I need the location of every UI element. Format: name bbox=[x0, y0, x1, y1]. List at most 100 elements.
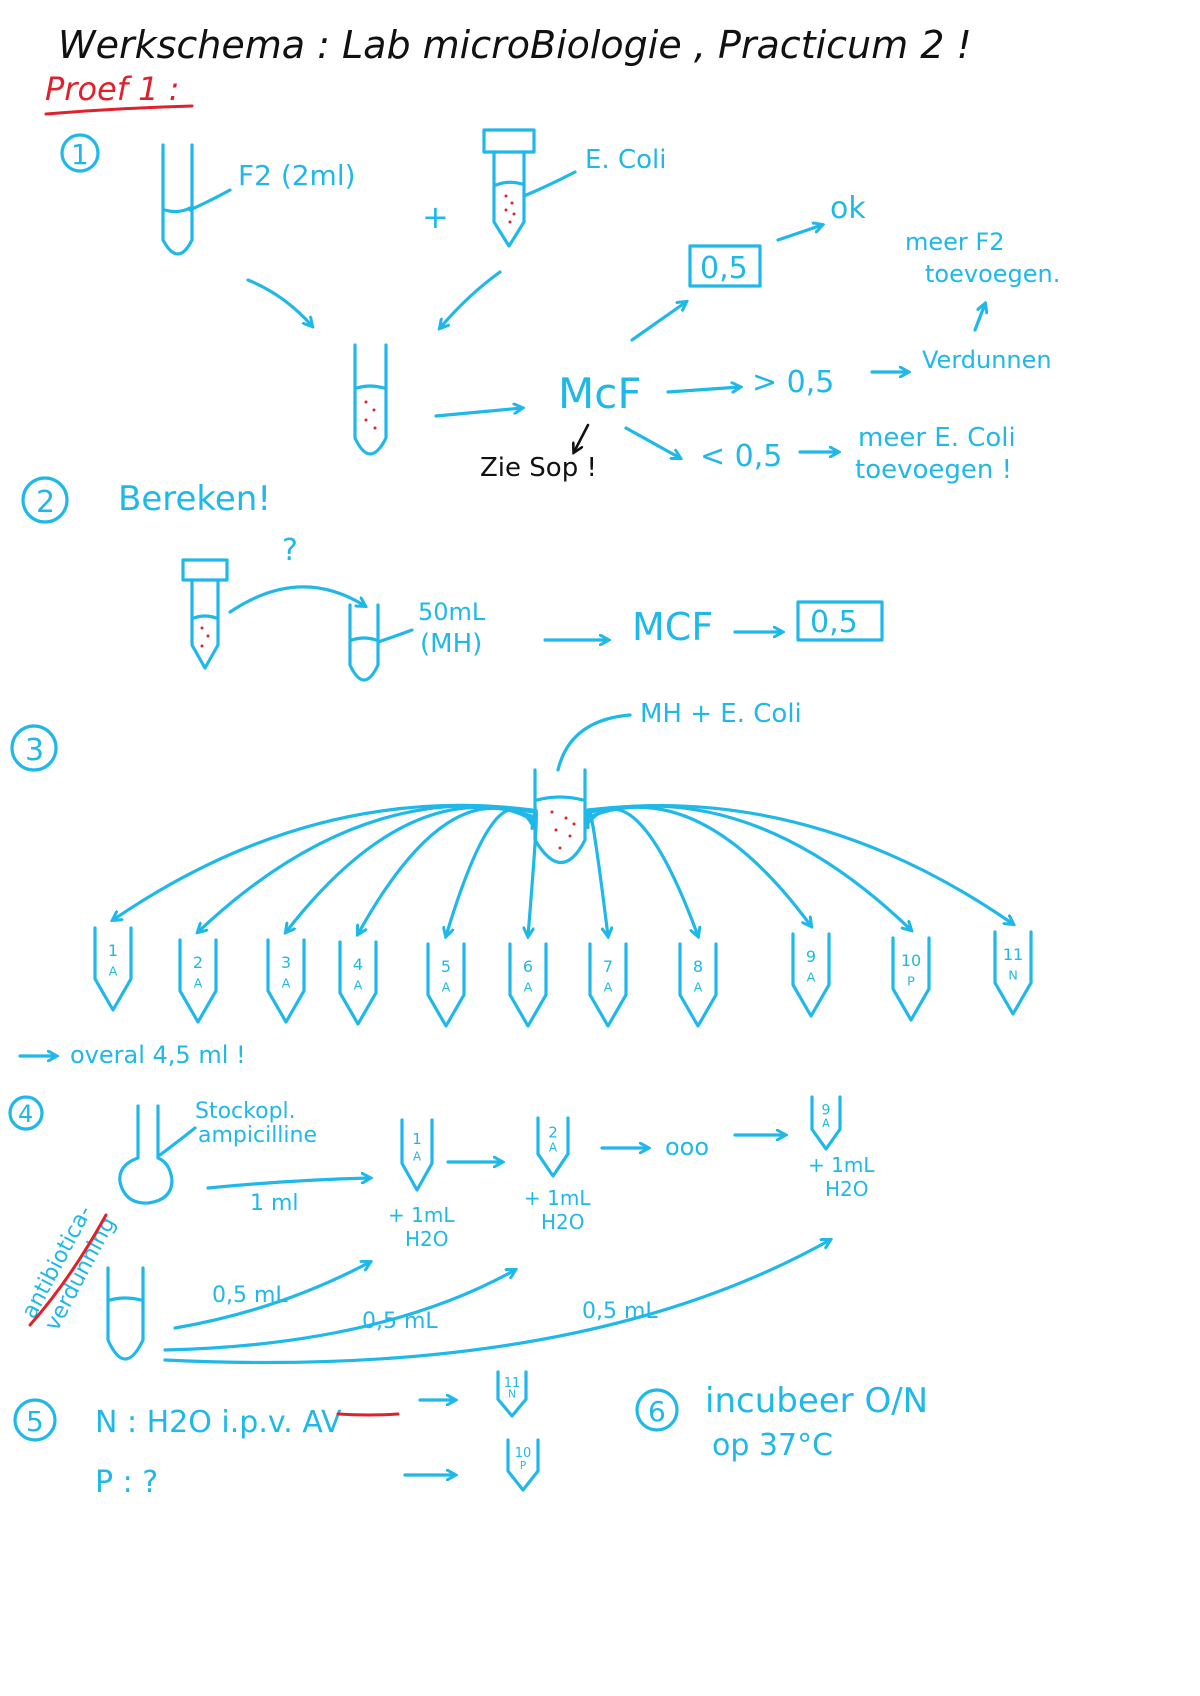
lt-value: < 0,5 bbox=[700, 439, 782, 474]
arrow-to-tube-1 bbox=[113, 803, 534, 920]
step1-number-circle bbox=[60, 133, 100, 173]
step2-volume-line1: 50mL bbox=[418, 598, 486, 626]
arrow-mcf-to-box bbox=[630, 302, 686, 342]
stock-line1: Stockopl. bbox=[195, 1099, 296, 1124]
tube-number: 1 bbox=[108, 941, 118, 960]
arrow-f2-to-mix bbox=[246, 278, 312, 326]
f2-tube bbox=[161, 143, 194, 256]
arrow-to-tube-2 bbox=[198, 804, 534, 932]
tube9-add-line1: + 1mL bbox=[808, 1153, 875, 1177]
arrow-stock-to-mh bbox=[228, 585, 365, 614]
arrow-half-to-tube9 bbox=[163, 1240, 830, 1365]
dilution-tube-1: 1A bbox=[400, 1118, 434, 1192]
arrow-stock-to-tube1 bbox=[206, 1178, 370, 1190]
tube-2: 2A bbox=[178, 938, 218, 1024]
arrow-to-tube-7 bbox=[586, 808, 608, 936]
tube-number: 7 bbox=[603, 957, 613, 976]
half-volume-1: 0,5 mL bbox=[212, 1283, 288, 1308]
tube-letter: A bbox=[822, 1117, 830, 1130]
more-ecoli-line1: meer E. Coli bbox=[858, 423, 1016, 453]
tube-letter: A bbox=[413, 1150, 422, 1164]
step2-mh-leader bbox=[376, 628, 414, 644]
tube1-add-line1: + 1mL bbox=[388, 1203, 455, 1227]
arrow-to-tube-4 bbox=[358, 806, 534, 934]
tube-number: 6 bbox=[523, 957, 533, 976]
step2-stock-dots bbox=[200, 626, 210, 648]
tube2-add-line1: + 1mL bbox=[524, 1186, 591, 1210]
tube-letter: A bbox=[354, 979, 363, 994]
more-f2-line1: meer F2 bbox=[905, 228, 1004, 256]
step6-number-circle bbox=[635, 1388, 679, 1432]
step6-line2: op 37°C bbox=[712, 1428, 833, 1463]
tube-5: 5A bbox=[426, 942, 466, 1028]
arrow-mcf-to-lt bbox=[624, 426, 680, 458]
arrow-ecoli-to-mix bbox=[440, 270, 502, 328]
more-f2-line2: toevoegen. bbox=[925, 260, 1060, 288]
step3-source-leader bbox=[556, 713, 632, 772]
tube-letter: A bbox=[694, 981, 703, 996]
tube-10: 10P bbox=[891, 936, 931, 1022]
step6-number: 6 bbox=[648, 1395, 666, 1428]
step2-heading: Bereken! bbox=[118, 479, 271, 519]
mix-tube bbox=[353, 343, 388, 456]
tube1-add-line2: H2O bbox=[405, 1227, 449, 1251]
tube-number: 11 bbox=[1003, 945, 1023, 964]
step3-note: overal 4,5 ml ! bbox=[70, 1041, 246, 1069]
step3-number-circle bbox=[10, 724, 58, 772]
arrow-mcf-to-gt bbox=[666, 387, 740, 392]
arrow-half-to-tube1 bbox=[173, 1262, 370, 1330]
arrow-to-tube-3 bbox=[286, 805, 534, 932]
tube-letter: N bbox=[1008, 969, 1018, 984]
step1-number: 1 bbox=[71, 138, 89, 171]
av-underline bbox=[336, 1412, 400, 1417]
step2-number: 2 bbox=[36, 485, 55, 520]
tube-p: 10P bbox=[506, 1438, 540, 1492]
tube-number: 10 bbox=[901, 951, 921, 970]
ecoli-tube-fluid bbox=[494, 180, 524, 187]
arrow-to-tube-11 bbox=[586, 804, 1013, 924]
tube-letter: N bbox=[508, 1389, 516, 1401]
tube-number: 3 bbox=[281, 953, 291, 972]
tube-1: 1A bbox=[93, 926, 133, 1012]
arrow-to-tube-6 bbox=[528, 808, 538, 936]
tube-number: 10 bbox=[515, 1446, 532, 1461]
dilute-label: Verdunnen bbox=[922, 346, 1052, 374]
arrow-to-tube-10 bbox=[586, 804, 911, 930]
f2-leader bbox=[188, 188, 232, 212]
distribution-arrows bbox=[113, 803, 1013, 936]
half-volume-3: 0,5 mL bbox=[582, 1299, 658, 1324]
ecoli-leader bbox=[522, 170, 577, 198]
dilution-tube-9: 9A bbox=[810, 1095, 842, 1151]
arrow-to-tube-9 bbox=[586, 805, 811, 926]
step3-source-fluid bbox=[535, 795, 585, 802]
ellipsis: ooo bbox=[665, 1133, 709, 1161]
tube-number: 11 bbox=[504, 1376, 521, 1391]
arrow-to-check bbox=[574, 423, 590, 452]
tube-letter: A bbox=[549, 1141, 558, 1155]
gt-value: > 0,5 bbox=[752, 365, 834, 400]
tube-6: 6A bbox=[508, 942, 548, 1028]
tube-letter: A bbox=[282, 977, 291, 992]
tube-letter: A bbox=[524, 981, 533, 996]
tube-number: 9 bbox=[822, 1103, 831, 1119]
tube-letter: A bbox=[807, 971, 816, 986]
step5-number: 5 bbox=[26, 1405, 44, 1438]
source-tube-step4-fluid bbox=[108, 1296, 143, 1302]
side-note-underline bbox=[28, 1213, 108, 1327]
plus-sign: + bbox=[422, 198, 449, 236]
target-box-1-value: 0,5 bbox=[700, 251, 748, 286]
step5-number-circle bbox=[13, 1398, 57, 1442]
half-volume-2: 0,5 mL bbox=[362, 1309, 438, 1334]
step3-source-dots bbox=[550, 810, 576, 850]
f2-tube-label: F2 (2ml) bbox=[238, 159, 356, 192]
tube-number: 9 bbox=[806, 947, 816, 966]
step2-stock-fluid bbox=[192, 614, 218, 620]
more-ecoli-line2: toevoegen ! bbox=[855, 455, 1012, 485]
step2-stock-tube bbox=[190, 578, 220, 670]
arrow-to-tube-5 bbox=[446, 807, 534, 936]
arrow-half-to-tube2 bbox=[163, 1270, 515, 1352]
tube2-add-line2: H2O bbox=[541, 1210, 585, 1234]
step2-mcf: MCF bbox=[632, 605, 713, 649]
